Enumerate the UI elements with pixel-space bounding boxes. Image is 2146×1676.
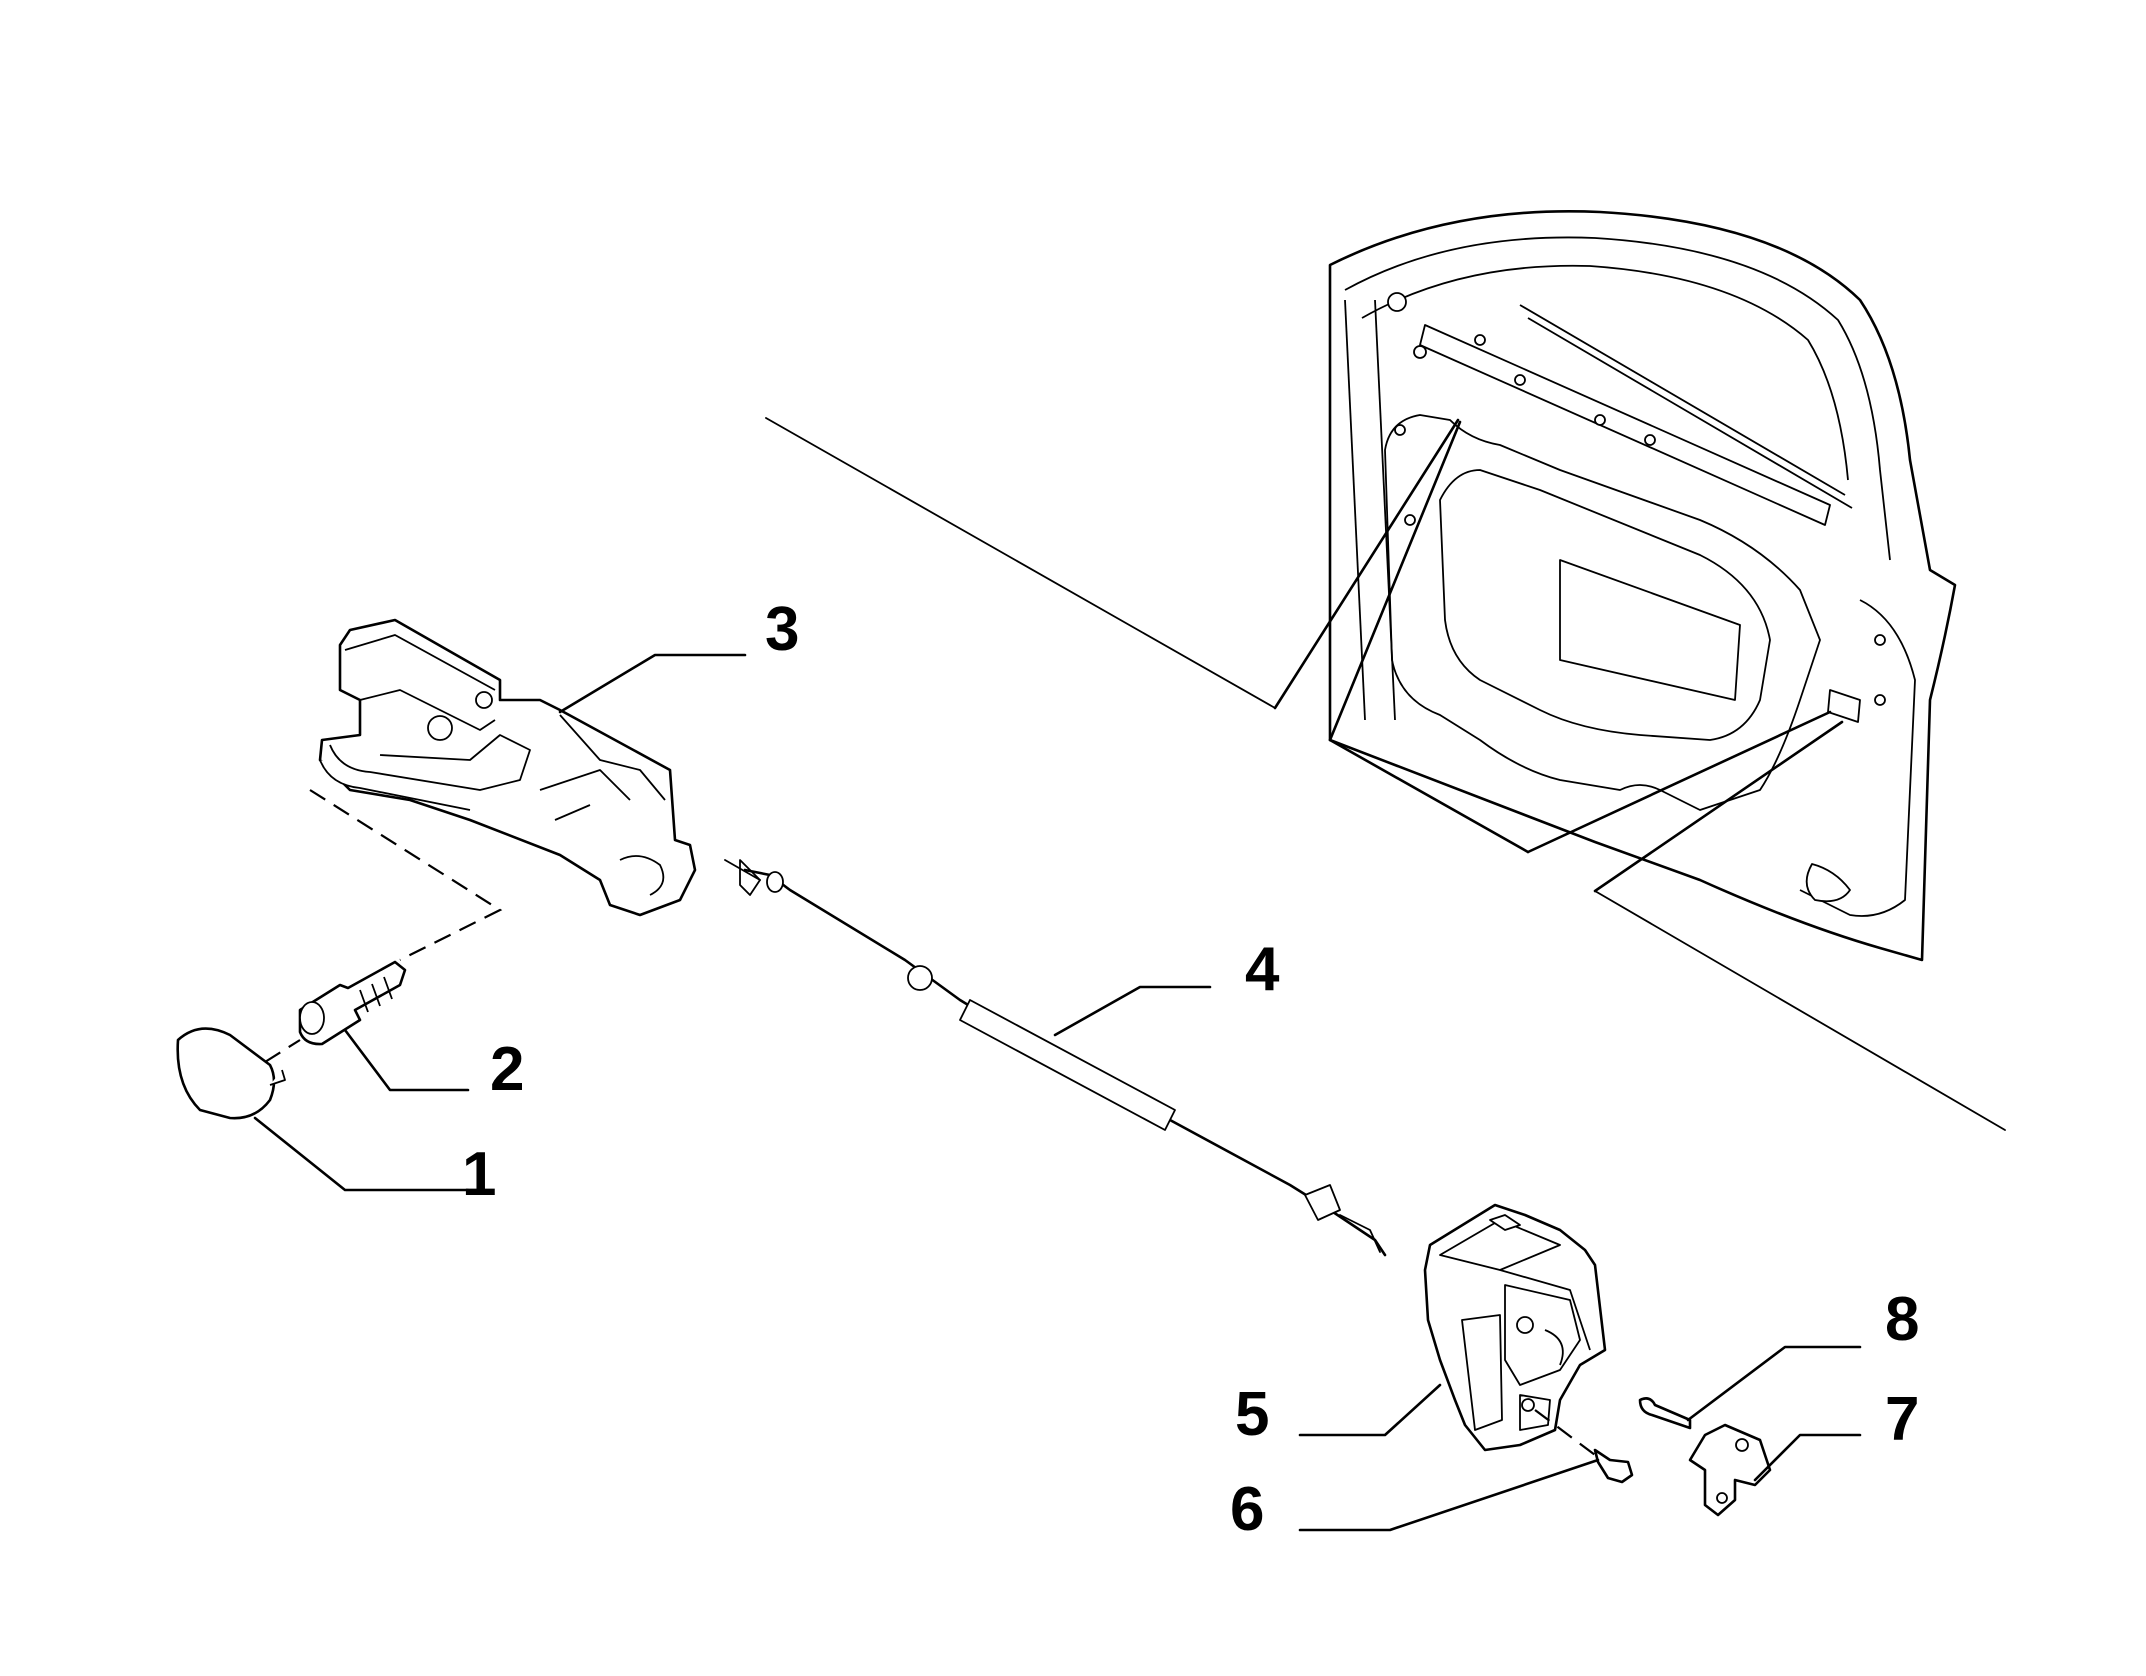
callout-7: 7: [1885, 1385, 1919, 1454]
callout-4: 4: [1245, 935, 1280, 1004]
cover-cap-part: [176, 1027, 301, 1120]
leader-1: [253, 1116, 470, 1192]
leader-8: [1686, 1345, 1862, 1422]
guide-line-lower: [1594, 890, 2006, 1131]
door-frame-illustration: [765, 209, 2006, 1131]
callout-3: 3: [765, 595, 799, 664]
cable-sleeve: [959, 999, 1176, 1131]
door-ray-3: [1328, 738, 1530, 854]
door-ray-4: [1526, 710, 1832, 854]
callout-6: 6: [1230, 1475, 1264, 1544]
cable-part: [724, 859, 1387, 1257]
leader-6: [1298, 1458, 1600, 1532]
lock-screw-part: [1534, 1409, 1634, 1484]
screw-part: [298, 960, 407, 1046]
interior-handle-part: [309, 618, 697, 961]
callout-2: 2: [490, 1035, 524, 1104]
striker-plate-part: [1688, 1423, 1772, 1517]
striker-screw-part: [1638, 1397, 1692, 1430]
callout-1: 1: [462, 1140, 496, 1209]
guide-line-upper: [765, 417, 1276, 709]
leader-5: [1298, 1383, 1442, 1437]
leader-2: [343, 1028, 470, 1092]
callout-5: 5: [1235, 1380, 1269, 1449]
leader-4: [1053, 985, 1212, 1037]
leader-7: [1753, 1433, 1862, 1482]
lock-notch: [1827, 689, 1861, 723]
leader-3: [558, 653, 747, 714]
door-ray-1: [1273, 418, 1460, 710]
door-ray-5: [1593, 720, 1844, 893]
callout-8: 8: [1885, 1285, 1919, 1354]
door-lock-part: [1423, 1203, 1607, 1452]
door-ray-2: [1328, 420, 1462, 742]
axis-dashed: [309, 789, 503, 961]
leader-lines: [253, 653, 1862, 1532]
